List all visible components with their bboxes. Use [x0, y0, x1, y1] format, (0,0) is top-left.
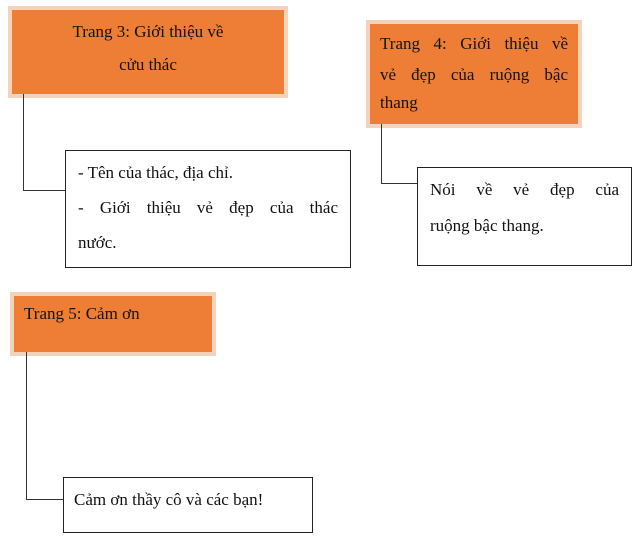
page4-title-box: Trang 4: Giới thiệu về vẻ đẹp của ruộng … [370, 24, 578, 124]
page5-connector-vertical [26, 352, 27, 499]
page4-detail-box: Nói về vẻ đẹp của ruộng bậc thang. [417, 167, 632, 266]
page3-connector-vertical [23, 94, 24, 190]
page4-title-line-2: vẻ đẹp của ruộng bậc [380, 65, 568, 84]
page3-title-line-1: Trang 3: Giới thiệu về [72, 22, 224, 41]
page5-detail-line-1: Cảm ơn thầy cô và các bạn! [74, 490, 264, 509]
page3-connector-horizontal [23, 190, 66, 191]
page3-detail-line-3: nước. [78, 233, 117, 252]
page4-title-line-3: thang [380, 93, 418, 112]
page3-detail-line-1: - Tên của thác, địa chỉ. [78, 163, 233, 182]
page5-title-line-1: Trang 5: Cảm ơn [24, 304, 140, 323]
page3-title-box: Trang 3: Giới thiệu về cửu thác [12, 10, 284, 94]
page3-title-line-2: cửu thác [119, 55, 177, 74]
page3-detail-box: - Tên của thác, địa chỉ. - Giới thiệu vẻ… [65, 150, 351, 268]
page4-detail-line-1: Nói về vẻ đẹp của [430, 180, 619, 199]
page3-detail-line-2: - Giới thiệu vẻ đẹp của thác [78, 198, 338, 217]
page5-connector-horizontal [26, 499, 64, 500]
page4-connector-vertical [381, 124, 382, 184]
page4-connector-horizontal [381, 183, 418, 184]
page4-title-line-1: Trang 4: Giới thiệu về [380, 34, 568, 53]
page5-title-box: Trang 5: Cảm ơn [14, 296, 212, 352]
page4-detail-line-2: ruộng bậc thang. [430, 216, 544, 235]
page5-detail-box: Cảm ơn thầy cô và các bạn! [63, 477, 313, 533]
